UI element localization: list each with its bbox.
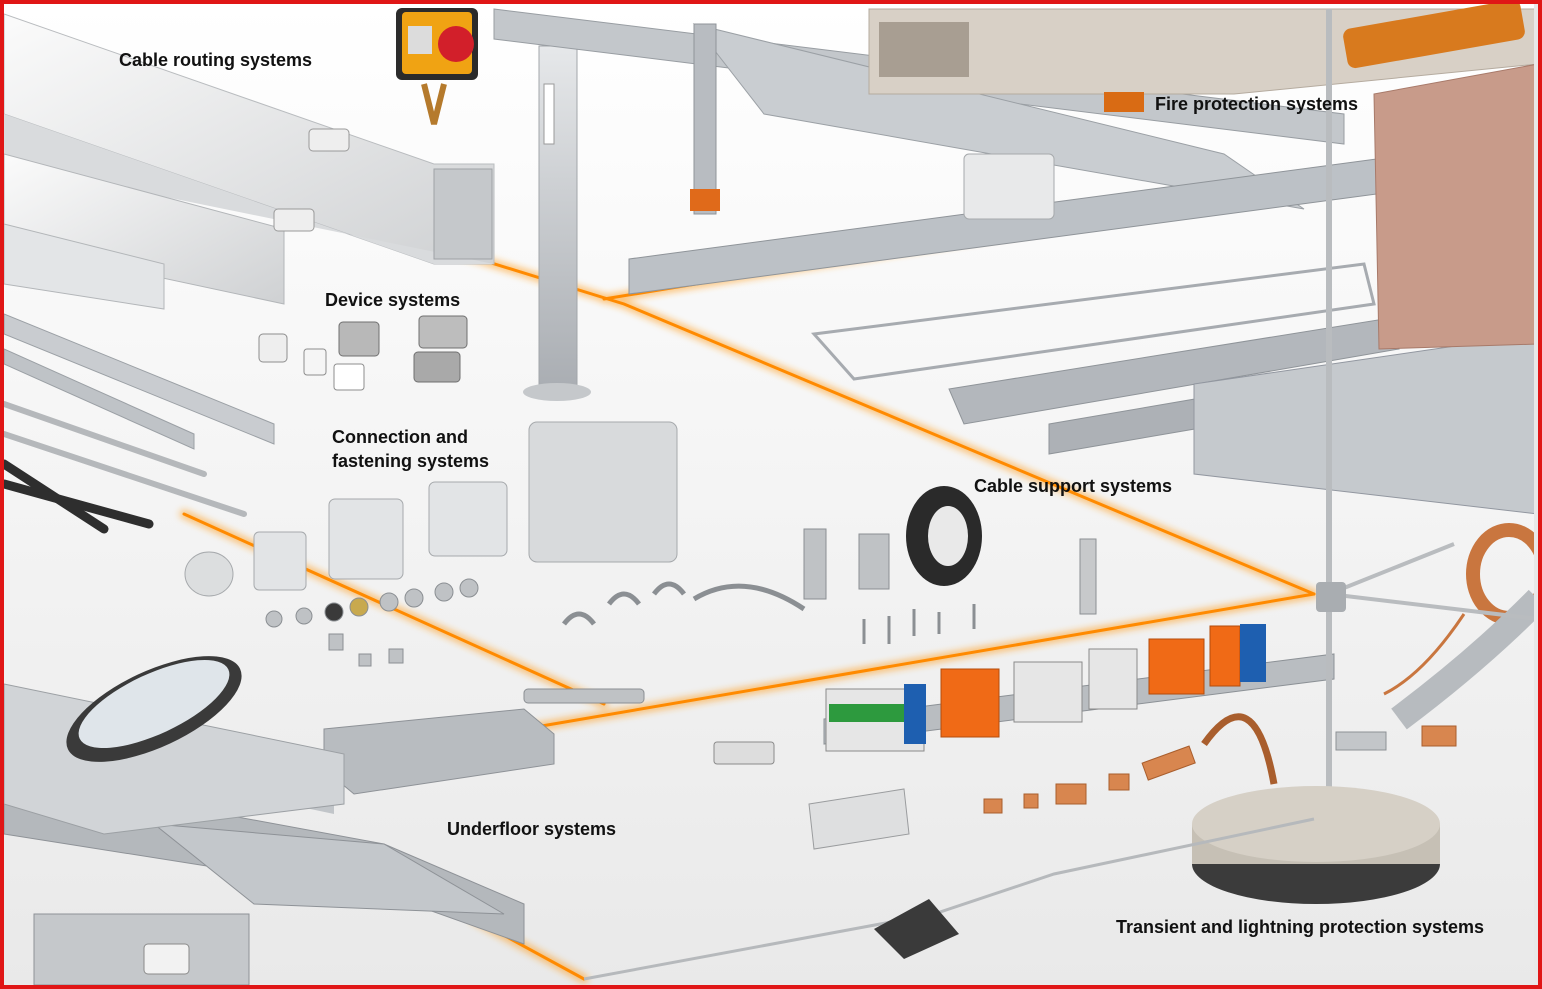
label-device-systems: Device systems bbox=[325, 290, 461, 310]
cable-grommet bbox=[906, 486, 982, 586]
label-connection-line-1: Connection and bbox=[332, 427, 468, 447]
fasteners bbox=[265, 528, 1097, 704]
label-cable-support-systems: Cable support systems bbox=[974, 476, 1173, 496]
label-connection-line-2: fastening systems bbox=[332, 451, 490, 471]
label-cable-routing-systems: Cable routing systems bbox=[119, 50, 313, 70]
surge-protection-modules bbox=[713, 624, 1335, 765]
floor-column bbox=[523, 45, 591, 401]
product-scene bbox=[4, 4, 1538, 985]
fire-protection-block bbox=[868, 4, 1538, 350]
lightning-mast bbox=[1192, 9, 1538, 904]
label-underfloor-systems: Underfloor systems bbox=[447, 819, 617, 839]
copper-coil bbox=[1383, 523, 1538, 730]
label-connection-fastening-systems: Connection and fastening systems bbox=[332, 425, 489, 473]
device-inserts bbox=[258, 315, 468, 391]
emergency-switch bbox=[396, 8, 478, 125]
roof-conductor bbox=[583, 788, 1315, 981]
label-fire-protection-systems: Fire protection systems bbox=[1155, 94, 1359, 114]
strut-channels bbox=[4, 313, 275, 534]
label-transient-lightning-protection-systems: Transient and lightning protection syste… bbox=[1116, 917, 1485, 937]
copper-clamps bbox=[983, 713, 1457, 814]
junction-boxes bbox=[184, 153, 1055, 597]
underfloor-channels bbox=[4, 656, 555, 985]
cable-trunking bbox=[4, 13, 495, 310]
